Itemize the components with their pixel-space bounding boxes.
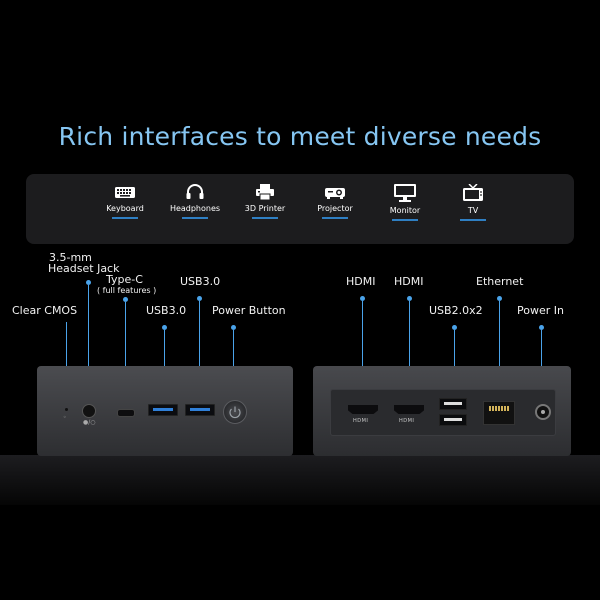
device-monitor: Monitor bbox=[374, 184, 436, 221]
floor-surface bbox=[0, 455, 600, 505]
printer-icon bbox=[256, 184, 274, 200]
power-button[interactable] bbox=[223, 400, 247, 424]
callout-line bbox=[541, 330, 542, 398]
device-bar: Keyboard Headphones 3D Printer bbox=[26, 174, 574, 244]
usb2-port-bottom bbox=[439, 414, 467, 426]
headset-icon: ●/○ bbox=[83, 419, 96, 426]
callout-power-in: Power In bbox=[517, 304, 564, 317]
monitor-icon bbox=[394, 184, 416, 202]
hdmi-port-1 bbox=[348, 405, 378, 414]
headphones-icon bbox=[186, 184, 204, 199]
callout-line bbox=[233, 330, 234, 398]
hdmi-logo: HDMI bbox=[353, 418, 369, 424]
callout-line bbox=[409, 301, 410, 401]
callout-dot bbox=[162, 325, 167, 330]
callout-type-c-note: ( full features ) bbox=[97, 286, 157, 295]
device-keyboard: Keyboard bbox=[94, 184, 156, 219]
rear-io-panel: HDMI HDMI bbox=[330, 389, 556, 436]
callout-hdmi-1: HDMI bbox=[346, 275, 376, 288]
device-underline bbox=[112, 217, 138, 219]
callout-clear-cmos: Clear CMOS bbox=[12, 304, 78, 317]
callout-ethernet: Ethernet bbox=[476, 275, 524, 288]
cmos-icon: ◦ bbox=[63, 414, 67, 421]
callout-hdmi-2: HDMI bbox=[394, 275, 424, 288]
device-underline bbox=[182, 217, 208, 219]
ethernet-pins bbox=[489, 406, 509, 411]
projector-icon bbox=[325, 188, 345, 199]
callout-line bbox=[199, 301, 200, 400]
callout-usb3-a: USB3.0 bbox=[146, 304, 187, 317]
callout-dot bbox=[231, 325, 236, 330]
callout-dot bbox=[407, 296, 412, 301]
tv-icon bbox=[463, 184, 483, 201]
device-underline bbox=[322, 217, 348, 219]
callout-dot bbox=[452, 325, 457, 330]
callout-type-c: Type-C bbox=[106, 273, 143, 286]
callout-dot bbox=[539, 325, 544, 330]
device-label: 3D Printer bbox=[244, 204, 286, 213]
hdmi-logo: HDMI bbox=[399, 418, 415, 424]
device-label: TV bbox=[467, 206, 479, 215]
callout-line bbox=[499, 301, 500, 401]
callout-line bbox=[66, 322, 67, 392]
device-label: Headphones bbox=[169, 204, 221, 213]
callout-power-button: Power Button bbox=[212, 304, 286, 317]
headline: Rich interfaces to meet diverse needs bbox=[58, 122, 542, 151]
device-3d-printer: 3D Printer bbox=[234, 184, 296, 219]
keyboard-icon bbox=[115, 187, 135, 198]
device-underline bbox=[252, 217, 278, 219]
device-underline bbox=[460, 219, 486, 221]
ethernet-port bbox=[483, 401, 515, 425]
callout-dot bbox=[360, 296, 365, 301]
device-tv: TV bbox=[442, 184, 504, 221]
device-underline bbox=[392, 219, 418, 221]
power-in-port bbox=[535, 404, 551, 420]
callout-line bbox=[454, 330, 455, 396]
callout-line bbox=[164, 330, 165, 400]
power-icon bbox=[229, 406, 241, 419]
device-label: Keyboard bbox=[106, 204, 144, 213]
headset-jack-port bbox=[82, 404, 96, 418]
callout-line bbox=[125, 302, 126, 400]
usb2-port-top bbox=[439, 398, 467, 410]
type-c-port bbox=[117, 409, 135, 417]
mini-pc-front: ◦ ●/○ bbox=[37, 366, 293, 456]
device-projector: Projector bbox=[304, 184, 366, 219]
callout-dot bbox=[197, 296, 202, 301]
callout-line bbox=[88, 285, 89, 385]
clear-cmos-pin bbox=[65, 408, 68, 411]
hdmi-port-2 bbox=[394, 405, 424, 414]
usb3-port-a bbox=[148, 404, 178, 416]
device-label: Projector bbox=[317, 204, 353, 213]
callout-usb3-b: USB3.0 bbox=[180, 275, 221, 288]
device-label: Monitor bbox=[389, 206, 421, 215]
callout-dot bbox=[497, 296, 502, 301]
callout-usb2: USB2.0x2 bbox=[429, 304, 483, 317]
callout-line bbox=[362, 301, 363, 401]
callout-dot bbox=[86, 280, 91, 285]
usb3-port-b bbox=[185, 404, 215, 416]
callout-headset-jack-line1: 3.5-mm bbox=[49, 251, 92, 264]
callout-dot bbox=[123, 297, 128, 302]
device-headphones: Headphones bbox=[164, 184, 226, 219]
callout-headset-jack-line2: Headset Jack bbox=[48, 262, 120, 275]
